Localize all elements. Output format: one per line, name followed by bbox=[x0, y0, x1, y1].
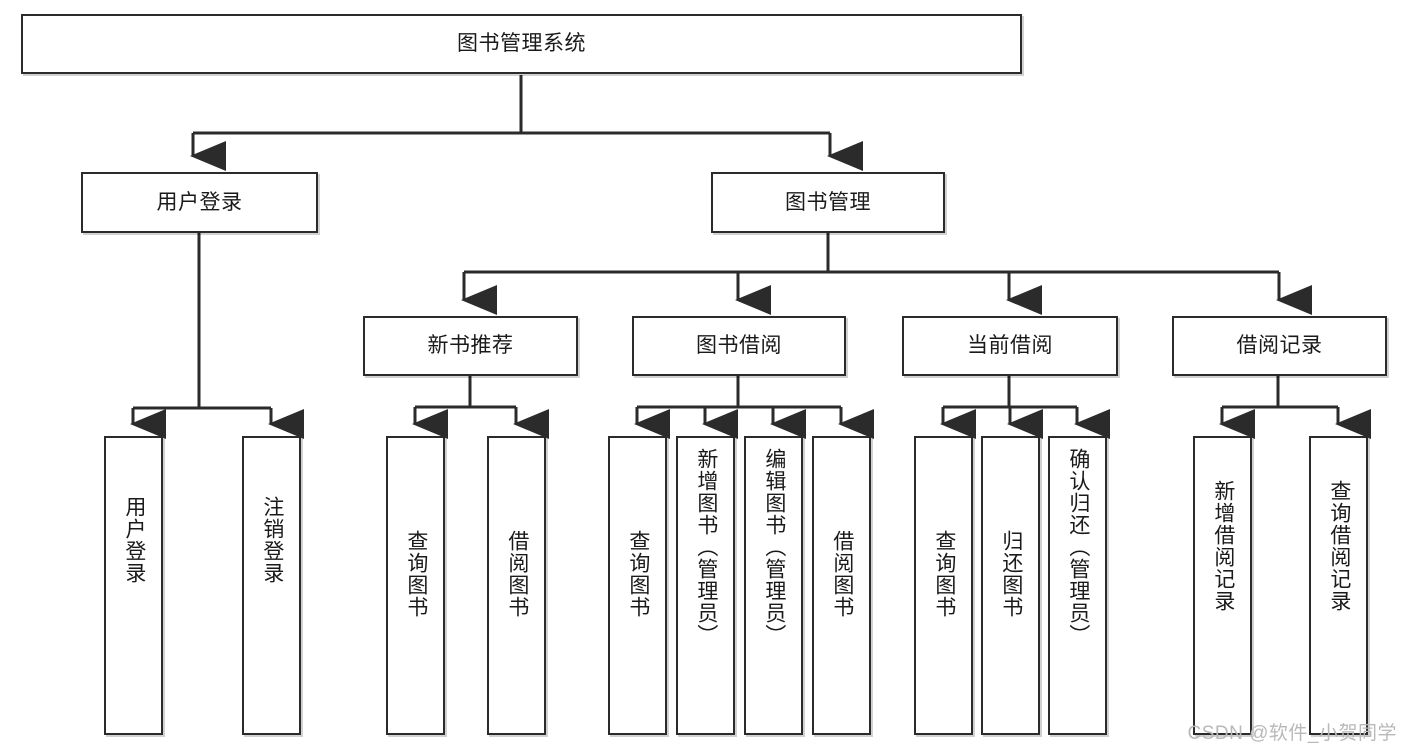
node-root[interactable]: 图书管理系统 bbox=[21, 14, 1022, 74]
node-leaf-add-book-label: 新增图书（管理员） bbox=[694, 448, 718, 646]
node-leaf-add-book[interactable]: 新增图书（管理员） bbox=[676, 436, 735, 735]
node-book-manage-label: 图书管理 bbox=[785, 190, 871, 214]
node-leaf-borrow-book-1-label: 借阅图书 bbox=[505, 530, 529, 618]
node-leaf-return-book[interactable]: 归还图书 bbox=[981, 436, 1040, 735]
node-book-borrow-label: 图书借阅 bbox=[696, 334, 782, 358]
node-root-label: 图书管理系统 bbox=[457, 32, 586, 56]
node-leaf-query-record-label: 查询借阅记录 bbox=[1327, 480, 1351, 612]
node-user-login[interactable]: 用户登录 bbox=[81, 172, 318, 233]
node-leaf-user-login-label: 用户登录 bbox=[122, 496, 146, 584]
node-user-login-label: 用户登录 bbox=[156, 190, 243, 214]
node-leaf-borrow-book-1[interactable]: 借阅图书 bbox=[487, 436, 546, 735]
node-borrow-record[interactable]: 借阅记录 bbox=[1172, 316, 1387, 376]
node-leaf-add-record-label: 新增借阅记录 bbox=[1211, 480, 1235, 612]
node-leaf-query-book-2-label: 查询图书 bbox=[626, 530, 650, 618]
node-leaf-query-book-3[interactable]: 查询图书 bbox=[914, 436, 973, 735]
node-new-book-rec-label: 新书推荐 bbox=[427, 334, 514, 358]
node-leaf-query-book-1-label: 查询图书 bbox=[404, 530, 428, 618]
node-leaf-return-book-label: 归还图书 bbox=[999, 530, 1023, 618]
node-leaf-query-book-2[interactable]: 查询图书 bbox=[608, 436, 667, 735]
node-leaf-borrow-book-2-label: 借阅图书 bbox=[830, 530, 854, 618]
node-leaf-query-record[interactable]: 查询借阅记录 bbox=[1309, 436, 1368, 735]
node-leaf-add-record[interactable]: 新增借阅记录 bbox=[1193, 436, 1252, 735]
node-leaf-borrow-book-2[interactable]: 借阅图书 bbox=[812, 436, 871, 735]
node-leaf-edit-book-label: 编辑图书（管理员） bbox=[762, 448, 786, 646]
node-leaf-confirm-return[interactable]: 确认归还（管理员） bbox=[1048, 436, 1107, 735]
node-leaf-query-book-3-label: 查询图书 bbox=[932, 530, 956, 618]
node-current-borrow-label: 当前借阅 bbox=[967, 334, 1053, 358]
node-leaf-logout-label: 注销登录 bbox=[260, 496, 284, 584]
node-borrow-record-label: 借阅记录 bbox=[1236, 334, 1323, 358]
node-leaf-logout[interactable]: 注销登录 bbox=[242, 436, 301, 735]
node-book-borrow[interactable]: 图书借阅 bbox=[632, 316, 846, 376]
node-leaf-edit-book[interactable]: 编辑图书（管理员） bbox=[744, 436, 803, 735]
node-leaf-user-login[interactable]: 用户登录 bbox=[104, 436, 163, 735]
node-leaf-confirm-return-label: 确认归还（管理员） bbox=[1066, 448, 1090, 646]
node-current-borrow[interactable]: 当前借阅 bbox=[902, 316, 1118, 376]
node-book-manage[interactable]: 图书管理 bbox=[711, 172, 945, 233]
node-new-book-rec[interactable]: 新书推荐 bbox=[363, 316, 578, 376]
node-leaf-query-book-1[interactable]: 查询图书 bbox=[386, 436, 445, 735]
watermark: CSDN @软件_小贺同学 bbox=[1187, 723, 1397, 744]
